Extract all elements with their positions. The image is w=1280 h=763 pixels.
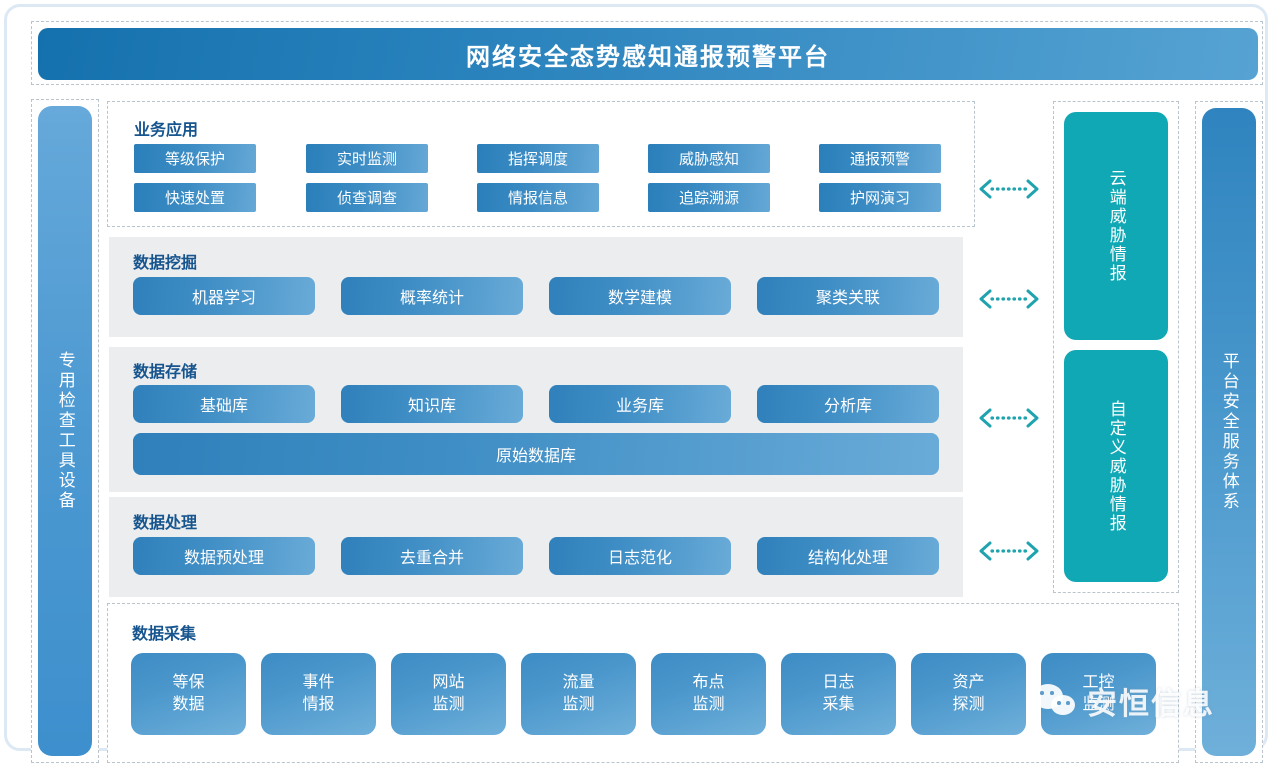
btn-shuju-yuchuli[interactable]: 数据预处理 — [133, 537, 315, 575]
btn-gongkong-jiance[interactable]: 工控 监测 — [1041, 653, 1156, 735]
collect-label-line2: 采集 — [822, 696, 855, 713]
btn-yewu-ku[interactable]: 业务库 — [549, 385, 731, 423]
platform-service-zone: 平台安全服务体系 — [1195, 101, 1263, 763]
collect-label-line1: 流量 — [562, 674, 595, 692]
collect-label-line2: 数据 — [172, 696, 205, 713]
section-title-data-collection: 数据采集 — [132, 626, 197, 643]
btn-tongbao-yujing[interactable]: 通报预警 — [819, 144, 941, 173]
collect-label-line1: 网站 — [432, 674, 465, 692]
collect-label-line2: 探测 — [952, 696, 985, 713]
btn-rizhi-caiji[interactable]: 日志 采集 — [781, 653, 896, 735]
btn-budian-jiance[interactable]: 布点 监测 — [651, 653, 766, 735]
section-title-business-application: 业务应用 — [134, 122, 199, 139]
sidebar-inspection-tools-label: 专用检查工具设备 — [55, 351, 75, 511]
btn-jiqi-xuexi[interactable]: 机器学习 — [133, 277, 315, 315]
section-business-application: 业务应用 等级保护 实时监测 指挥调度 威胁感知 通报预警 快速处置 侦查调查 … — [107, 101, 975, 227]
btn-wangzhan-jiance[interactable]: 网站 监测 — [391, 653, 506, 735]
btn-weixie-ganzhi[interactable]: 威胁感知 — [648, 144, 770, 173]
btn-dengji-baohu[interactable]: 等级保护 — [134, 144, 256, 173]
section-title-data-storage: 数据存储 — [133, 364, 198, 381]
btn-qingbao-xinxi[interactable]: 情报信息 — [477, 183, 599, 212]
btn-yuanshi-shujuku[interactable]: 原始数据库 — [133, 433, 939, 475]
connector-arrow-storage — [978, 407, 1040, 429]
diagram-frame: 网络安全态势感知通报预警平台 专用检查工具设备 业务应用 等级保护 实时监测 指… — [4, 4, 1268, 763]
btn-dengbao-shuju[interactable]: 等保 数据 — [131, 653, 246, 735]
btn-rizhi-fanhua[interactable]: 日志范化 — [549, 537, 731, 575]
collect-label-line1: 布点 — [692, 674, 725, 692]
page-title: 网络安全态势感知通报预警平台 — [466, 43, 830, 71]
btn-liuliang-jiance[interactable]: 流量 监测 — [521, 653, 636, 735]
btn-quchong-hebing[interactable]: 去重合并 — [341, 537, 523, 575]
btn-kuaisu-chuzhi[interactable]: 快速处置 — [134, 183, 256, 212]
btn-shishi-jiance[interactable]: 实时监测 — [306, 144, 428, 173]
collect-label-line2: 情报 — [302, 696, 335, 713]
btn-zichan-tance[interactable]: 资产 探测 — [911, 653, 1026, 735]
platform-security-service-bar[interactable]: 平台安全服务体系 — [1202, 108, 1256, 756]
collect-label-line1: 事件 — [302, 674, 335, 692]
collect-label-line1: 资产 — [952, 674, 985, 692]
threat-intel-zone: 云端威胁情报 自定义威胁情报 — [1053, 101, 1179, 593]
sidebar-inspection-tools[interactable]: 专用检查工具设备 — [38, 106, 92, 756]
collect-label-line1: 日志 — [822, 674, 855, 692]
collect-label-line2: 监测 — [562, 696, 595, 713]
collect-label-line1: 工控 — [1082, 674, 1115, 692]
platform-security-service-label: 平台安全服务体系 — [1219, 352, 1239, 512]
section-data-mining: 数据挖掘 机器学习 概率统计 数学建模 聚类关联 — [109, 237, 963, 337]
left-sidebar-zone: 专用检查工具设备 — [31, 99, 99, 763]
btn-gailv-tongji[interactable]: 概率统计 — [341, 277, 523, 315]
btn-jiegouhua-chuli[interactable]: 结构化处理 — [757, 537, 939, 575]
card-custom-threat-intel-label: 自定义威胁情报 — [1106, 399, 1126, 533]
btn-zhihui-diaodu[interactable]: 指挥调度 — [477, 144, 599, 173]
btn-shuxue-jianmo[interactable]: 数学建模 — [549, 277, 731, 315]
collect-label-line2: 监测 — [1082, 696, 1115, 713]
section-title-data-processing: 数据处理 — [133, 515, 198, 532]
card-cloud-threat-intel[interactable]: 云端威胁情报 — [1064, 112, 1168, 340]
btn-zhuizong-suyuan[interactable]: 追踪溯源 — [648, 183, 770, 212]
btn-zhencha-diaocha[interactable]: 侦查调查 — [306, 183, 428, 212]
section-title-data-mining: 数据挖掘 — [133, 255, 198, 272]
title-zone: 网络安全态势感知通报预警平台 — [31, 21, 1263, 85]
btn-fenxi-ku[interactable]: 分析库 — [757, 385, 939, 423]
card-cloud-threat-intel-label: 云端威胁情报 — [1106, 169, 1126, 283]
connector-arrow-business — [978, 178, 1040, 200]
card-custom-threat-intel[interactable]: 自定义威胁情报 — [1064, 350, 1168, 582]
section-data-processing: 数据处理 数据预处理 去重合并 日志范化 结构化处理 — [109, 497, 963, 597]
collect-label-line2: 监测 — [432, 696, 465, 713]
platform-title-bar: 网络安全态势感知通报预警平台 — [38, 28, 1258, 80]
connector-arrow-mining — [978, 288, 1040, 310]
collect-label-line1: 等保 — [172, 674, 205, 692]
connector-arrow-processing — [978, 540, 1040, 562]
btn-huwang-yanxi[interactable]: 护网演习 — [819, 183, 941, 212]
btn-shijian-qingbao[interactable]: 事件 情报 — [261, 653, 376, 735]
section-data-storage: 数据存储 基础库 知识库 业务库 分析库 原始数据库 — [109, 347, 963, 492]
btn-jichu-ku[interactable]: 基础库 — [133, 385, 315, 423]
btn-julei-guanlian[interactable]: 聚类关联 — [757, 277, 939, 315]
collect-label-line2: 监测 — [692, 696, 725, 713]
btn-zhishi-ku[interactable]: 知识库 — [341, 385, 523, 423]
